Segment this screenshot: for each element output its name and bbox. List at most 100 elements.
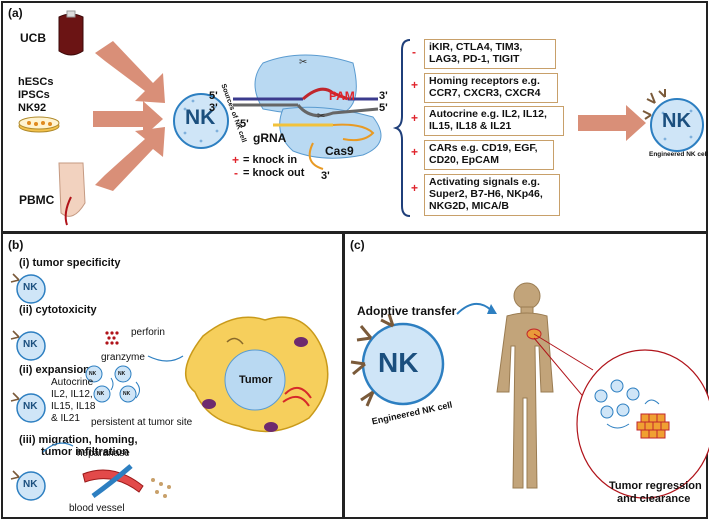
autocrine-line-2: IL15, IL18	[51, 401, 96, 412]
granzyme-dots	[105, 331, 119, 345]
pam-label: PAM	[329, 89, 355, 103]
knock-out-sign: -	[234, 166, 238, 180]
nk-text-cytotoxicity: NK	[23, 339, 38, 350]
migration-arrow	[42, 442, 74, 453]
blood-vessel-icon	[82, 464, 144, 499]
target-2-line-0: Autocrine e.g. IL2, IL12,	[429, 108, 547, 120]
small-nk-3: NK	[97, 391, 105, 397]
panel-a-label: (a)	[8, 6, 23, 20]
regression-line-1: and clearance	[617, 493, 691, 505]
autocrine-line-3: & IL21	[51, 413, 80, 424]
target-box-homing: Homing receptors e.g. CCR7, CXCR3, CXCR4	[424, 73, 558, 103]
target-box-activating: Activating signals e.g. Super2, B7-H6, N…	[424, 174, 560, 216]
nk-text-migration: NK	[23, 479, 38, 490]
petri-dish-icon	[18, 116, 60, 133]
dna-3prime-left: 3'	[209, 102, 218, 114]
knock-in-legend: = knock in	[243, 154, 298, 166]
dna-3prime-right: 3'	[379, 90, 388, 102]
cas9-label: Cas9	[325, 144, 354, 158]
pbmc-arrow	[95, 127, 165, 191]
blood-bag-icon	[58, 10, 84, 56]
target-4-sign: +	[411, 181, 419, 195]
nk92-label: NK92	[18, 102, 47, 114]
nk-cell-expansion	[10, 392, 46, 423]
nk-cell-source	[173, 93, 229, 149]
target-box-checkpoints: iKIR, CTLA4, TIM3, LAG3, PD-1, TIGIT	[424, 39, 556, 69]
target-1-line-0: Homing receptors e.g.	[429, 75, 540, 87]
nk-cell-specificity	[10, 273, 46, 304]
engineered-nk-big	[350, 313, 445, 407]
arm-blood-draw-icon	[58, 162, 86, 226]
target-1-line-1: CCR7, CXCR3, CXCR4	[429, 87, 541, 99]
knock-out-legend: = knock out	[243, 167, 305, 179]
engineered-nk-label: Engineered NK cell	[649, 151, 709, 158]
dna-5prime-top: 5'	[209, 90, 218, 102]
grna-label: gRNA	[253, 131, 287, 145]
svg-text:✂: ✂	[317, 111, 325, 122]
hescs-label: hESCs	[18, 76, 54, 88]
ucb-arrow	[95, 41, 165, 103]
engineered-nk-cell	[642, 89, 704, 152]
target-0-sign: -	[412, 45, 416, 59]
zoom-nk-cells	[594, 379, 640, 419]
expanding-nk-cells	[85, 365, 140, 403]
panel-c-label: (c)	[350, 238, 365, 252]
panel-b: (b) (i) tumor specificity (ii) cytotoxic…	[1, 232, 344, 519]
cell-line-arrow	[93, 101, 163, 137]
vessel-particles	[151, 478, 171, 498]
target-0-line-0: iKIR, CTLA4, TIM3,	[429, 41, 523, 53]
target-0-line-1: LAG3, PD-1, TIGIT	[429, 53, 520, 65]
autocrine-line-0: Autocrine	[51, 377, 94, 388]
regression-line-0: Tumor regression	[609, 480, 702, 492]
cytotoxicity-arrow	[147, 355, 184, 362]
human-body-icon	[496, 282, 554, 489]
adoptive-transfer-arrow	[456, 303, 492, 315]
tumor-label: Tumor	[239, 374, 273, 386]
nk-cell-migration	[10, 470, 46, 501]
adoptive-transfer-label: Adoptive transfer	[357, 304, 457, 318]
autocrine-line-1: IL2, IL12,	[51, 389, 93, 400]
migration-heading-line2: tumor infiltration	[41, 446, 129, 458]
target-3-sign: +	[411, 145, 419, 159]
target-box-autocrine: Autocrine e.g. IL2, IL12, IL15, IL18 & I…	[424, 106, 564, 136]
svg-text:✂: ✂	[299, 57, 307, 68]
grna-3prime: 3'	[321, 170, 330, 182]
knock-in-sign: +	[232, 153, 240, 167]
target-3-line-0: CARs e.g. CD19, EGF,	[429, 142, 538, 154]
engineered-nk-text: NK	[662, 110, 691, 132]
grna-5prime: 5'	[240, 118, 249, 130]
crispr-cas9-diagram: ✂ ✂	[233, 54, 382, 170]
target-4-line-0: Activating signals e.g.	[429, 176, 540, 188]
persistent-label: persistent at tumor site	[91, 417, 193, 428]
zoom-tumor-cluster	[636, 413, 670, 439]
perforin-label: perforin	[131, 327, 165, 338]
small-nk-2: NK	[118, 371, 126, 377]
blood-vessel-label: blood vessel	[69, 503, 125, 514]
nk-cell-cytotoxicity	[10, 330, 46, 361]
granzyme-label: granzyme	[101, 352, 145, 363]
heparanase-label: heparanase	[77, 448, 130, 459]
nk-cells-b	[10, 273, 329, 501]
nk-source-text: NK	[185, 106, 216, 129]
dna-5prime-right: 5'	[379, 102, 388, 114]
target-box-cars: CARs e.g. CD19, EGF, CD20, EpCAM	[424, 140, 554, 170]
nk-text-expansion: NK	[23, 401, 38, 412]
small-nk-1: NK	[89, 371, 97, 377]
migration-heading-line1: (iii) migration, homing,	[19, 434, 138, 446]
nk-text-specificity: NK	[23, 282, 38, 293]
target-3-line-1: CD20, EpCAM	[429, 154, 500, 166]
panel-c: (c)	[343, 232, 709, 519]
target-4-line-1: Super2, B7-H6, NKp46,	[429, 188, 543, 200]
engineered-arrow	[578, 105, 646, 141]
target-2-sign: +	[411, 111, 419, 125]
tumor-specificity-heading: (i) tumor specificity	[19, 257, 121, 269]
expansion-heading: (ii) expansion	[19, 364, 90, 376]
curly-brace	[392, 39, 411, 217]
big-nk-text: NK	[378, 347, 419, 378]
small-nk-4: NK	[123, 391, 131, 397]
panel-b-label: (b)	[8, 238, 24, 252]
panel-c-illustration	[350, 282, 709, 499]
tumor-cell	[184, 316, 329, 433]
target-2-line-1: IL15, IL18 & IL21	[429, 120, 512, 132]
source-arrows	[93, 41, 646, 191]
